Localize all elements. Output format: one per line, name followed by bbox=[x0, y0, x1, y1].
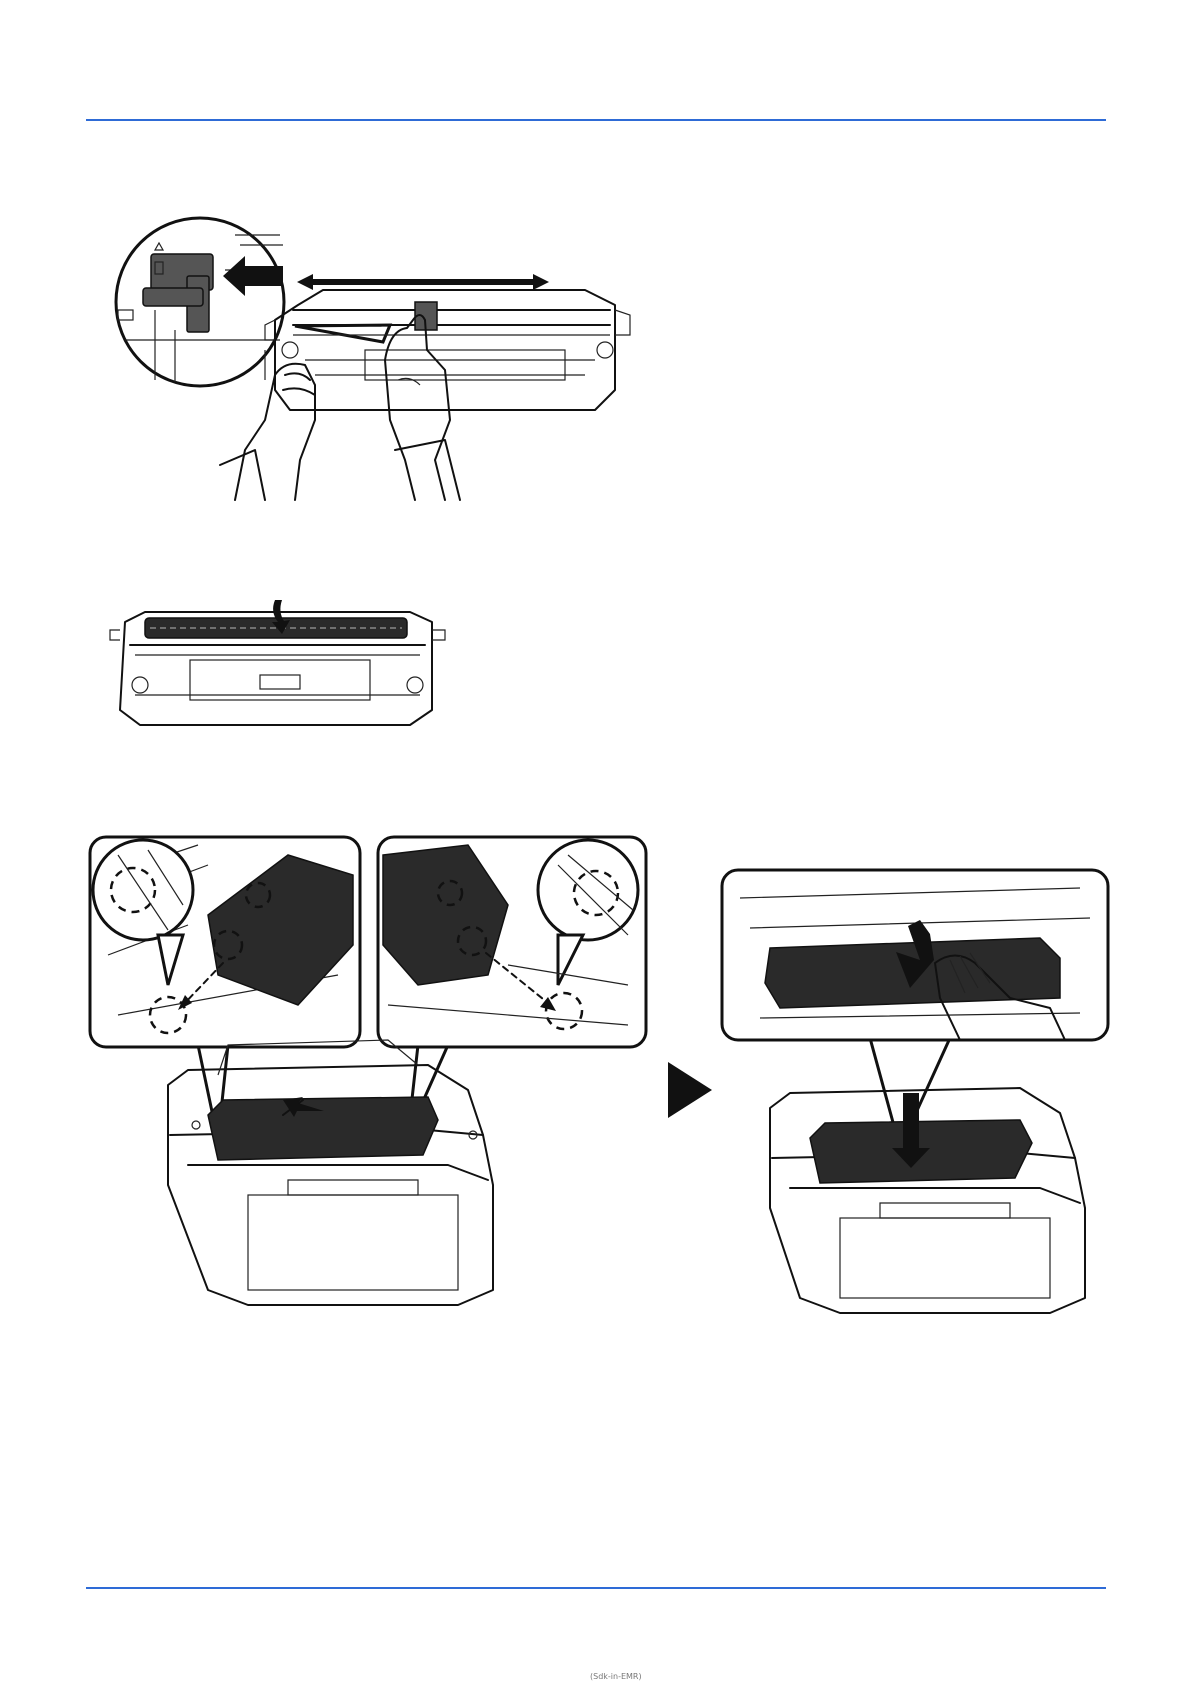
step-arrow-icon bbox=[668, 1062, 712, 1118]
callout-right bbox=[378, 837, 646, 1135]
footer-text: (Sdk-in-EMR) bbox=[590, 1672, 642, 1681]
double-arrow-icon bbox=[297, 274, 549, 290]
printer-illustration-right bbox=[770, 1088, 1085, 1313]
figure-drum-charger-cleaning bbox=[115, 210, 635, 500]
magnifier-callout bbox=[116, 218, 390, 386]
footer-rule bbox=[86, 1587, 1106, 1589]
header-rule bbox=[86, 119, 1106, 121]
figure-drum-unit-charger bbox=[110, 600, 450, 730]
figure-printer-drum-push bbox=[720, 868, 1110, 1313]
callout-left bbox=[90, 837, 360, 1140]
figure-printer-drum-install bbox=[88, 835, 668, 1310]
